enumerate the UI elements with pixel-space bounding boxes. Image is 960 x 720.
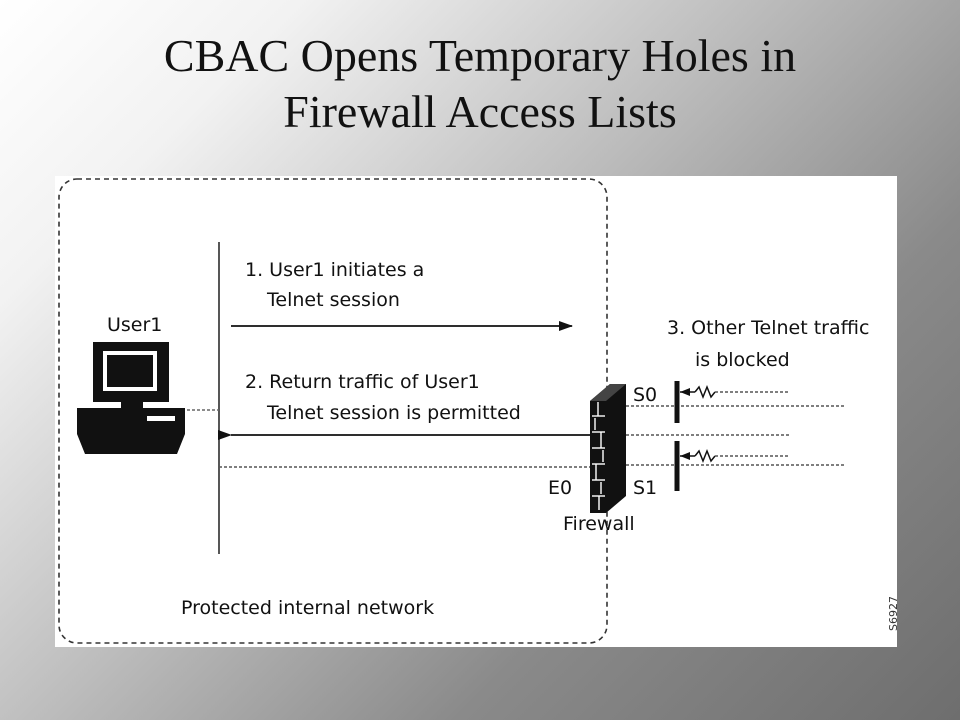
- interface-s1-label: S1: [633, 477, 657, 499]
- firewall-label: Firewall: [563, 513, 635, 535]
- step2-line2: Telnet session is permitted: [266, 402, 521, 424]
- slide-title: CBAC Opens Temporary Holes in Firewall A…: [40, 28, 920, 140]
- step1-line2: Telnet session: [266, 289, 400, 311]
- step3-line2: is blocked: [695, 349, 790, 371]
- network-diagram: User1 1. User1 initiates a Telnet sessio…: [58, 178, 897, 644]
- blocked-traffic-s1: [674, 441, 790, 491]
- blocked-traffic-s0: [674, 381, 790, 423]
- workstation-icon: [77, 342, 185, 454]
- step3-line1: 3. Other Telnet traffic: [667, 317, 869, 339]
- protected-network-boundary: [58, 178, 608, 644]
- interface-s0-label: S0: [633, 384, 657, 406]
- interface-e0-label: E0: [548, 477, 572, 499]
- title-line-1: CBAC Opens Temporary Holes in: [163, 30, 797, 81]
- step1-line1: 1. User1 initiates a: [245, 259, 424, 281]
- title-line-2: Firewall Access Lists: [283, 86, 677, 137]
- firewall-icon: [590, 384, 626, 513]
- step2-line1: 2. Return traffic of User1: [245, 371, 480, 393]
- diagram-panel: User1 1. User1 initiates a Telnet sessio…: [55, 176, 897, 647]
- protected-network-label: Protected internal network: [181, 597, 434, 619]
- figure-id: S6927: [887, 596, 897, 631]
- user1-label: User1: [107, 314, 162, 336]
